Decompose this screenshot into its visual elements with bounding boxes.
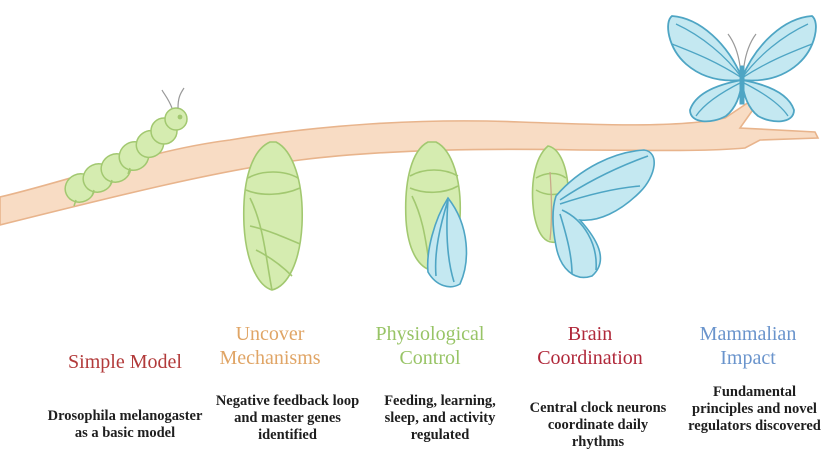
butterfly-icon [668,16,816,121]
stage-description: Drosophila melanogaster as a basic model [45,408,205,442]
stage-title-uncover-mechanisms: Uncover Mechanisms [205,322,335,370]
chrysalis-icon [244,142,302,290]
stage-title-simple-model: Simple Model [40,350,210,374]
emerging-butterfly-icon [533,146,655,277]
stage-title-physiological-control: Physiological Control [360,322,500,370]
chrysalis-wing-icon [406,142,467,287]
stage-title-mammalian-impact: Mammalian Impact [678,322,818,370]
stage-description: Central clock neurons coordinate daily r… [528,400,668,451]
stage-description: Negative feedback loop and master genes … [210,393,365,444]
stage-title-brain-coordination: Brain Coordination [520,322,660,370]
stage-description: Fundamental principles and novel regulat… [682,384,827,435]
stage-description: Feeding, learning, sleep, and activity r… [370,393,510,444]
